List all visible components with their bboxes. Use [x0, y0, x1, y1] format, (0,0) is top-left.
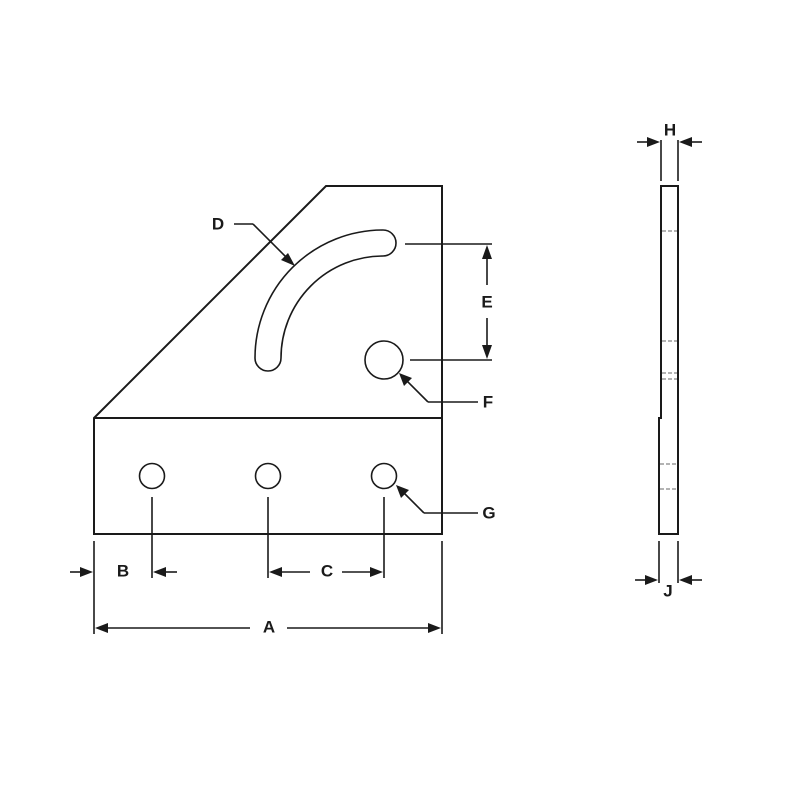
- dimension-b: B: [70, 562, 177, 581]
- arrow-icon: [399, 373, 412, 386]
- arrow-right-icon: [80, 567, 93, 577]
- side-view: [658, 185, 679, 535]
- side-outline: [658, 185, 679, 535]
- label-j: J: [663, 582, 672, 601]
- arrow-right-icon: [428, 623, 441, 633]
- label-h: H: [664, 121, 676, 140]
- arrow-icon: [396, 485, 409, 498]
- arrow-left-icon: [679, 575, 692, 585]
- arc-slot: [254, 229, 397, 372]
- label-a: A: [263, 618, 275, 637]
- upper-hole: [364, 340, 404, 380]
- arrow-left-icon: [95, 623, 108, 633]
- dimension-e: E: [405, 243, 493, 361]
- arrow-right-icon: [645, 575, 658, 585]
- label-f: F: [483, 393, 493, 412]
- dimension-a: A: [95, 618, 441, 637]
- dimension-c: C: [269, 562, 383, 581]
- label-b: B: [117, 562, 129, 581]
- arrow-icon: [281, 253, 295, 266]
- arrow-up-icon: [482, 245, 492, 259]
- lower-hole-3: [370, 462, 398, 490]
- lower-hole-1: [138, 462, 166, 490]
- lower-hole-2: [254, 462, 282, 490]
- arrow-left-icon: [269, 567, 282, 577]
- arrow-left-icon: [153, 567, 166, 577]
- label-d: D: [212, 215, 224, 234]
- dimension-f: F: [399, 373, 493, 412]
- label-c: C: [321, 562, 333, 581]
- arrow-right-icon: [370, 567, 383, 577]
- dimension-g: G: [396, 485, 496, 523]
- dimension-d: D: [212, 215, 295, 266]
- dimension-h: H: [637, 121, 702, 181]
- label-e: E: [481, 293, 492, 312]
- extension-lines: [93, 497, 443, 634]
- label-g: G: [482, 504, 495, 523]
- dimension-j: J: [635, 541, 702, 601]
- arrow-down-icon: [482, 345, 492, 359]
- arrow-left-icon: [679, 137, 692, 147]
- arrow-right-icon: [647, 137, 660, 147]
